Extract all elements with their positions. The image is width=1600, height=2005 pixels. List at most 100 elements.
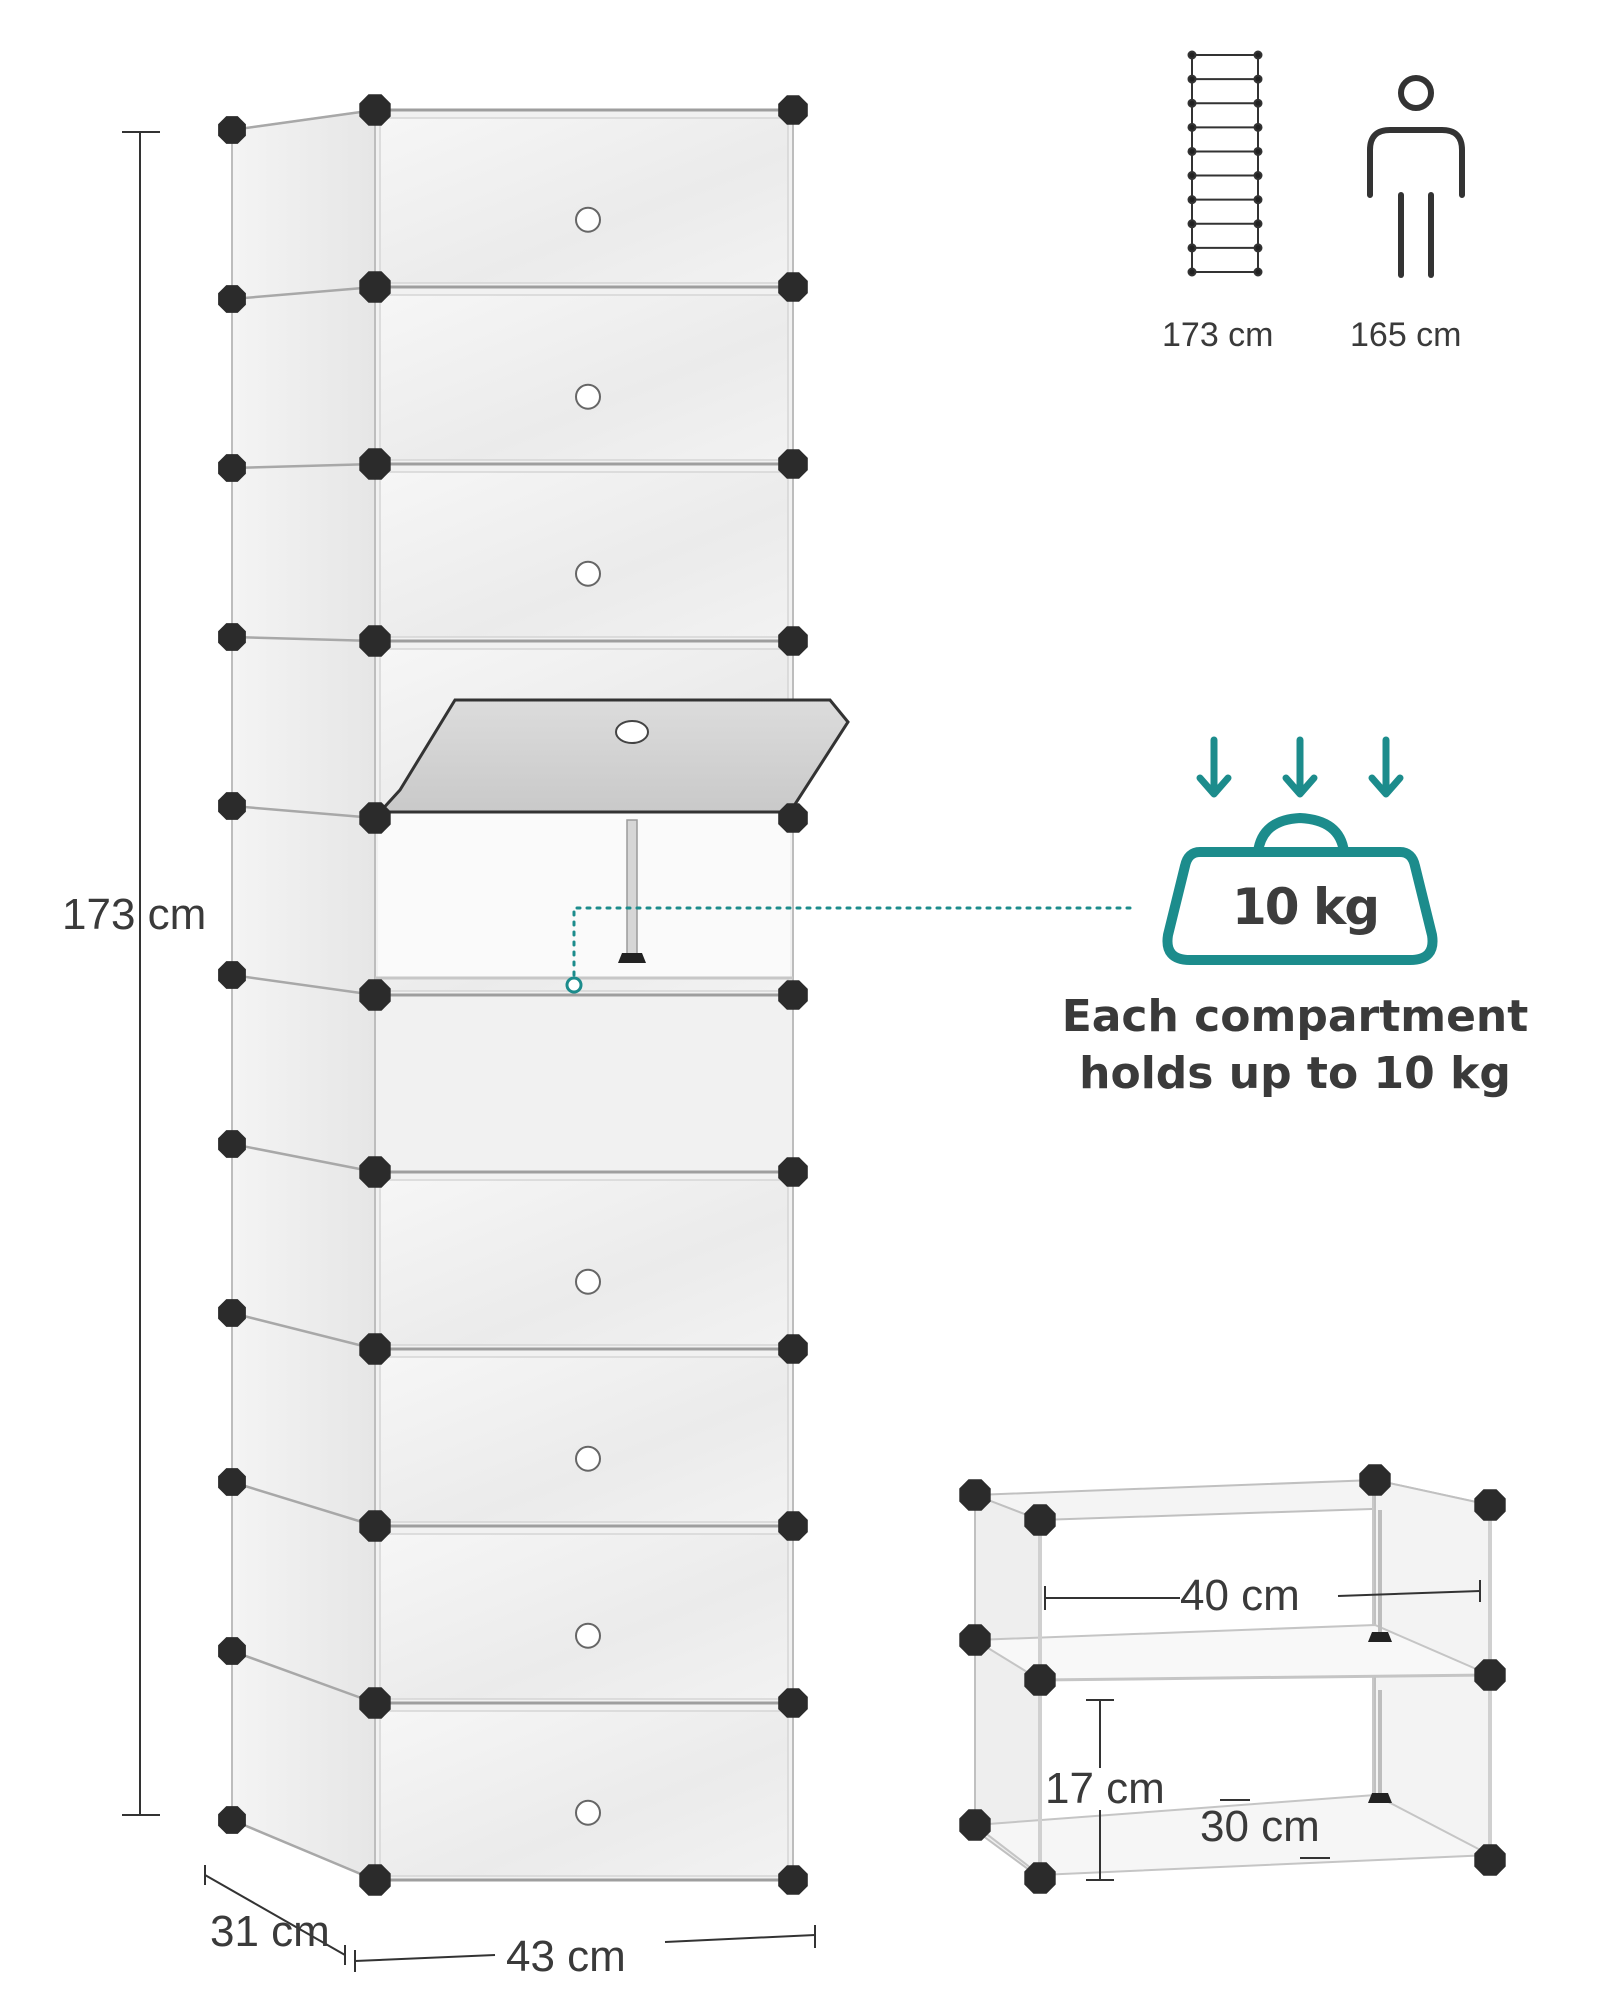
connector: [218, 792, 246, 820]
connector: [959, 1479, 991, 1511]
side-edge: [231, 635, 376, 643]
ladder-joint: [1187, 171, 1197, 181]
ladder-joint: [1253, 146, 1263, 156]
connector: [218, 961, 246, 989]
width-dimension-line: [354, 1925, 816, 1972]
ladder-joint: [1253, 195, 1263, 205]
connector: [359, 979, 391, 1011]
connector: [1359, 1464, 1391, 1496]
detail-depth-label: 30 cm: [1200, 1802, 1320, 1851]
connector: [359, 1864, 391, 1896]
drawer-door: [379, 1356, 789, 1523]
door-handle-hole: [575, 1445, 601, 1472]
connector: [778, 272, 808, 302]
person-icon: [1367, 75, 1465, 278]
ladder-joint: [1253, 243, 1263, 253]
connector: [359, 1333, 391, 1365]
open-door: [376, 698, 850, 814]
connector: [359, 625, 391, 657]
height-dimension-line: [122, 131, 160, 1816]
ladder-height-label: 173 cm: [1162, 316, 1274, 354]
side-edge: [231, 285, 376, 301]
door-handle-hole: [575, 1622, 601, 1649]
ladder-joint: [1253, 50, 1263, 60]
connector: [218, 1468, 246, 1496]
connector: [218, 623, 246, 651]
ladder-joint: [1187, 243, 1197, 253]
depth-dimension-line: [204, 1865, 346, 1965]
connector: [959, 1809, 991, 1841]
connector: [778, 1334, 808, 1364]
ladder-joint: [1253, 219, 1263, 229]
callout-dot: [565, 976, 583, 994]
connector: [778, 1865, 808, 1895]
side-edge: [231, 1480, 376, 1528]
side-edge: [231, 462, 376, 470]
side-edge: [231, 1142, 376, 1174]
ladder-joint: [1253, 122, 1263, 132]
load-caption: Each compartment holds up to 10 kg: [1015, 988, 1575, 1102]
detail-width-line: [1044, 1580, 1481, 1610]
load-caption-line1: Each compartment: [1061, 991, 1529, 1042]
side-edge: [231, 1311, 376, 1351]
connector: [218, 1299, 246, 1327]
connector: [1474, 1489, 1506, 1521]
ladder-joint: [1187, 74, 1197, 84]
drawer-door: [379, 294, 789, 461]
connector: [778, 980, 808, 1010]
weight-icon: [1162, 736, 1438, 965]
side-edge: [231, 1649, 376, 1705]
ladder-joint: [1187, 267, 1197, 277]
person-height-label: 165 cm: [1350, 316, 1462, 354]
detail-rack: [959, 1464, 1506, 1894]
detail-height-label: 17 cm: [1045, 1764, 1165, 1813]
connector: [218, 1130, 246, 1158]
connector: [778, 1157, 808, 1187]
connector: [778, 1688, 808, 1718]
drawer-door: [379, 117, 789, 284]
door-handle-hole: [575, 1799, 601, 1826]
drawer-door: [379, 1710, 789, 1877]
connector: [218, 1806, 246, 1834]
ladder-joint: [1187, 122, 1197, 132]
connector: [1024, 1862, 1056, 1894]
connector: [778, 626, 808, 656]
connector: [1024, 1504, 1056, 1536]
open-compartment: [378, 808, 790, 978]
connector: [359, 1687, 391, 1719]
ladder-joint: [1187, 146, 1197, 156]
ladder-joint: [1187, 195, 1197, 205]
height-label: 173 cm: [62, 890, 207, 939]
ladder-joint: [1187, 98, 1197, 108]
connector: [959, 1624, 991, 1656]
connector: [778, 95, 808, 125]
side-edge: [231, 108, 376, 132]
weight-value: 10 kg: [1232, 878, 1380, 936]
detail-depth-line: [1220, 1799, 1330, 1859]
detail-width-label: 40 cm: [1180, 1571, 1300, 1620]
connector: [359, 94, 391, 126]
connector: [359, 1510, 391, 1542]
connector: [778, 1511, 808, 1541]
door-handle-hole: [575, 206, 601, 233]
door-handle-hole: [575, 560, 601, 587]
ladder-joint: [1187, 50, 1197, 60]
drawer-door: [379, 1533, 789, 1700]
shoe-rack-tower: [218, 94, 850, 1896]
connector: [778, 449, 808, 479]
depth-label: 31 cm: [210, 1907, 330, 1956]
ladder-joint: [1253, 98, 1263, 108]
side-edge: [231, 1818, 376, 1882]
connector: [359, 271, 391, 303]
connector: [1024, 1664, 1056, 1696]
ladder-joint: [1253, 74, 1263, 84]
door-handle-hole: [575, 1268, 601, 1295]
side-edge: [231, 804, 376, 820]
connector: [218, 116, 246, 144]
connector: [1474, 1659, 1506, 1691]
drawer-door: [379, 471, 789, 638]
connector: [218, 454, 246, 482]
connector: [359, 448, 391, 480]
